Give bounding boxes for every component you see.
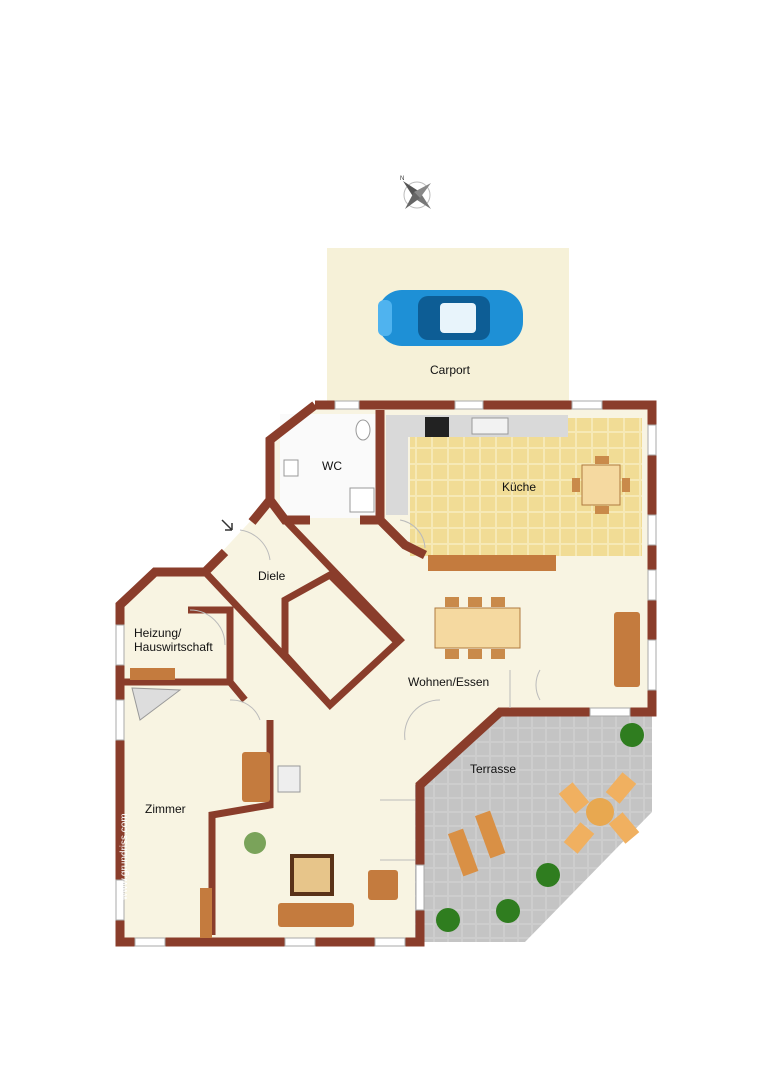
shelf-icon [200,888,212,938]
doors [189,519,541,861]
shelf-icon [130,668,175,680]
room-label-zimmer: Zimmer [145,802,186,816]
compass-icon: N [400,176,431,209]
room-label-heizung: Heizung/ [134,626,182,640]
lounger-icon [474,810,506,859]
shower-icon [349,487,375,513]
room-label-kueche: Küche [502,480,536,494]
kitchen-table-icon [572,456,630,514]
entrance-arrow-icon [221,519,233,531]
sofa-icon [278,903,354,927]
sofa-icon [614,612,640,687]
plant-icon [244,723,644,932]
car-icon [378,290,523,346]
fireplace-icon [277,765,301,793]
armchair-icon [242,752,270,802]
toilet-icon [355,419,371,441]
kitchen-counter [386,415,568,571]
room-label-carport: Carport [430,363,471,377]
terrace-area [415,712,652,942]
compass-north-label: N [400,176,404,182]
watermark: www.grundriss.com [119,813,130,901]
lounger-icon [447,828,479,877]
room-label-hauswirtschaft: Hauswirtschaft [134,640,213,654]
terrace-table-icon [558,772,640,854]
dining-table-icon [434,597,521,659]
room-label-wohnen-essen: Wohnen/Essen [408,675,489,689]
room-label-terrasse: Terrasse [470,762,516,776]
coffee-table-icon [290,854,334,896]
armchair-icon [368,870,398,900]
room-label-wc: WC [322,459,342,473]
room-label-diele: Diele [258,569,286,583]
windows [115,400,657,947]
sink-icon [283,459,299,477]
boiler-icon [131,687,182,721]
